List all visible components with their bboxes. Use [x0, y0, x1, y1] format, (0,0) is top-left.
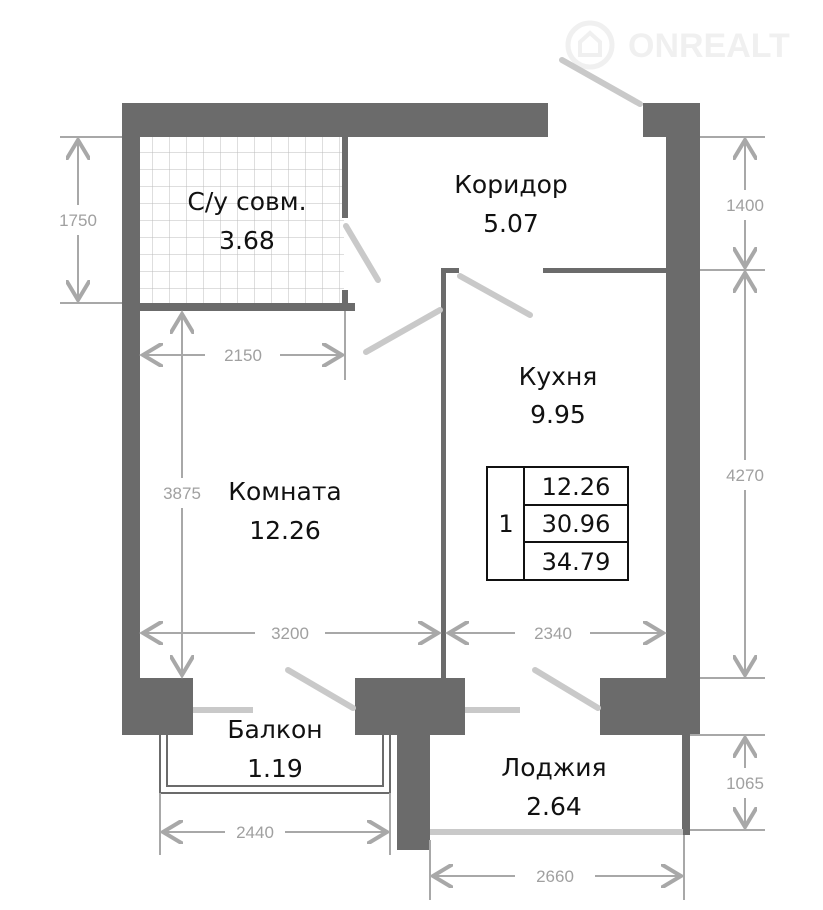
- kitchen-name: Кухня: [519, 362, 598, 391]
- summary-table: [486, 466, 629, 581]
- dim-bathroom-width: 2150: [224, 346, 262, 365]
- living-room-area: 12.26: [249, 516, 321, 545]
- living-room-name: Комната: [228, 477, 341, 506]
- watermark-logo: ONREALT: [565, 20, 790, 70]
- dim-corridor-height: 1400: [726, 196, 764, 215]
- total-with-outdoor: 34.79: [542, 548, 611, 576]
- balcony-railing: [159, 735, 391, 794]
- dim-loggia-depth: 1065: [726, 774, 764, 793]
- dimension-lines: [60, 136, 765, 900]
- corridor-name: Коридор: [454, 170, 568, 199]
- dim-room-height: 3875: [163, 484, 201, 503]
- dimension-labels: 1750 1400 4270 1065 2150 3875 3200 2340 …: [59, 196, 764, 886]
- loggia-area: 2.64: [526, 792, 582, 821]
- svg-text:ONREALT: ONREALT: [628, 27, 790, 65]
- dim-room-width: 3200: [271, 624, 309, 643]
- dim-balcony-width: 2440: [236, 823, 274, 842]
- corridor-area: 5.07: [483, 209, 539, 238]
- doors: [193, 57, 683, 835]
- dim-loggia-width: 2660: [536, 867, 574, 886]
- kitchen-area: 9.95: [530, 400, 586, 429]
- bathroom-area: 3.68: [219, 226, 275, 255]
- balcony-area: 1.19: [247, 754, 303, 783]
- walls: [122, 103, 700, 850]
- dim-kitchen-height: 4270: [726, 466, 764, 485]
- rooms-count: 1: [498, 510, 513, 538]
- total-area: 30.96: [542, 510, 611, 538]
- dim-bathroom-height: 1750: [59, 211, 97, 230]
- bathroom-name: С/у совм.: [187, 187, 306, 216]
- dim-kitchen-width: 2340: [534, 624, 572, 643]
- balcony-name: Балкон: [227, 715, 322, 744]
- living-area: 12.26: [542, 473, 611, 501]
- bathroom-tiles: [140, 137, 344, 303]
- loggia-name: Лоджия: [501, 753, 606, 782]
